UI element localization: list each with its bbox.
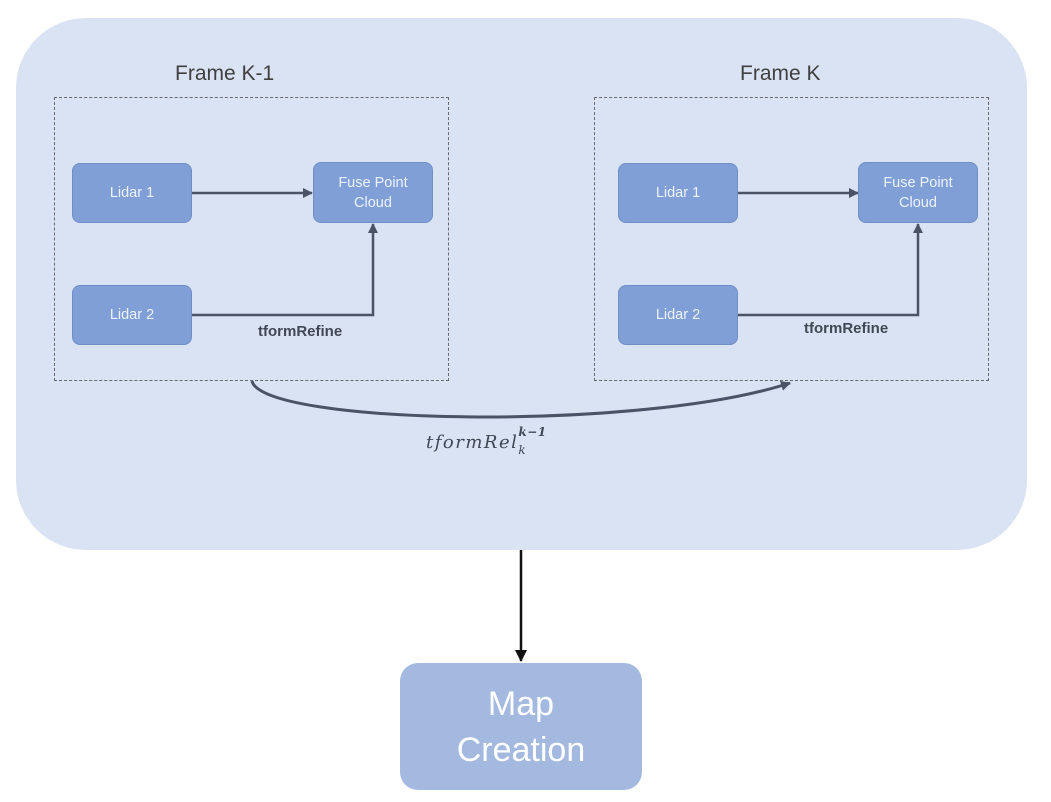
node-k-lidar1: Lidar 1 (618, 163, 738, 223)
relative-transform-superscript: k−1 (518, 425, 547, 439)
edge-relative-transform (250, 380, 791, 419)
node-map-creation: Map Creation (400, 663, 642, 790)
edge-label-k-tformrefine: tformRefine (804, 320, 889, 337)
node-k-lidar2: Lidar 2 (618, 285, 738, 345)
node-k1-lidar2: Lidar 2 (72, 285, 192, 345)
node-k-fuse-point-cloud: Fuse Point Cloud (858, 162, 978, 223)
frame-box-k (594, 97, 989, 381)
node-k1-fuse-point-cloud: Fuse Point Cloud (313, 162, 433, 223)
odometry-panel (16, 18, 1027, 550)
node-k1-lidar1: Lidar 1 (72, 163, 192, 223)
frame-title-k: Frame K (740, 62, 821, 85)
frame-title-k-minus-1: Frame K-1 (175, 62, 275, 85)
edge-k1-lidar2-to-fuse (192, 223, 378, 317)
frame-box-k-minus-1 (54, 97, 449, 381)
relative-transform-subscript: k (518, 443, 528, 457)
edge-k-lidar2-to-fuse (738, 223, 923, 317)
relative-transform-base: tformRel (426, 432, 519, 453)
edge-label-k1-tformrefine: tformRefine (258, 323, 343, 340)
